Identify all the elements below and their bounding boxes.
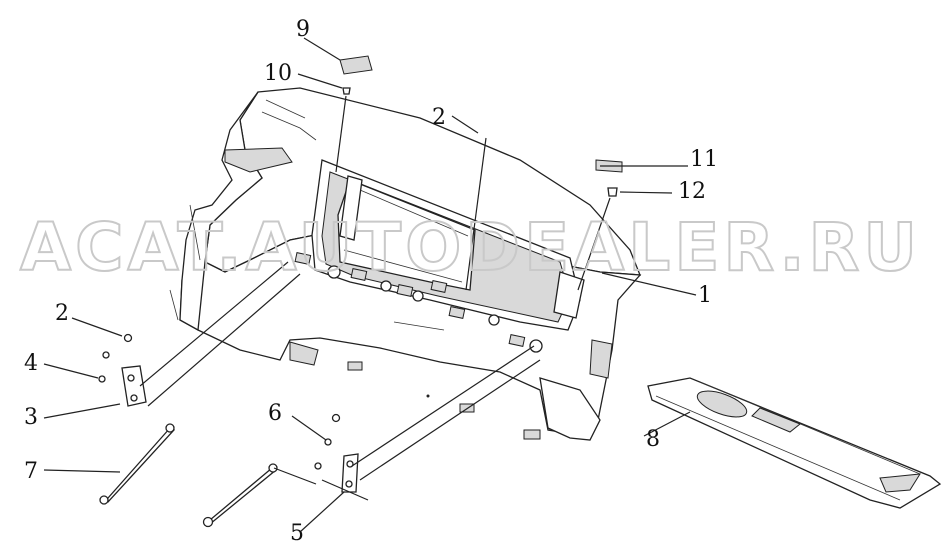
callout-4: 4 — [24, 351, 38, 376]
callout-labels: 9 10 2 11 12 1 2 4 3 7 6 5 8 — [24, 17, 718, 546]
bracket-5 — [314, 413, 359, 493]
rod-6 — [202, 463, 278, 528]
dashboard-panel — [169, 87, 642, 441]
callout-3: 3 — [24, 405, 38, 430]
callout-6: 6 — [268, 401, 282, 426]
callout-9: 9 — [296, 17, 310, 42]
callout-2-left: 2 — [55, 301, 69, 326]
cap-9 — [339, 55, 373, 75]
bracket-3 — [98, 333, 147, 407]
callout-10: 10 — [264, 61, 292, 86]
callout-12: 12 — [678, 179, 706, 204]
callout-1: 1 — [698, 283, 712, 308]
callout-8: 8 — [646, 427, 660, 452]
clip-10 — [342, 87, 351, 95]
callout-5: 5 — [290, 521, 304, 546]
watermark: ACAT.AUTODEALER.RU — [20, 209, 921, 286]
callout-7: 7 — [24, 459, 38, 484]
rod-7 — [99, 423, 176, 505]
clip-12 — [607, 187, 618, 197]
leader-lines — [43, 37, 697, 533]
tray-panel — [647, 377, 942, 509]
callout-11: 11 — [690, 147, 718, 172]
callout-2-top: 2 — [432, 105, 446, 130]
